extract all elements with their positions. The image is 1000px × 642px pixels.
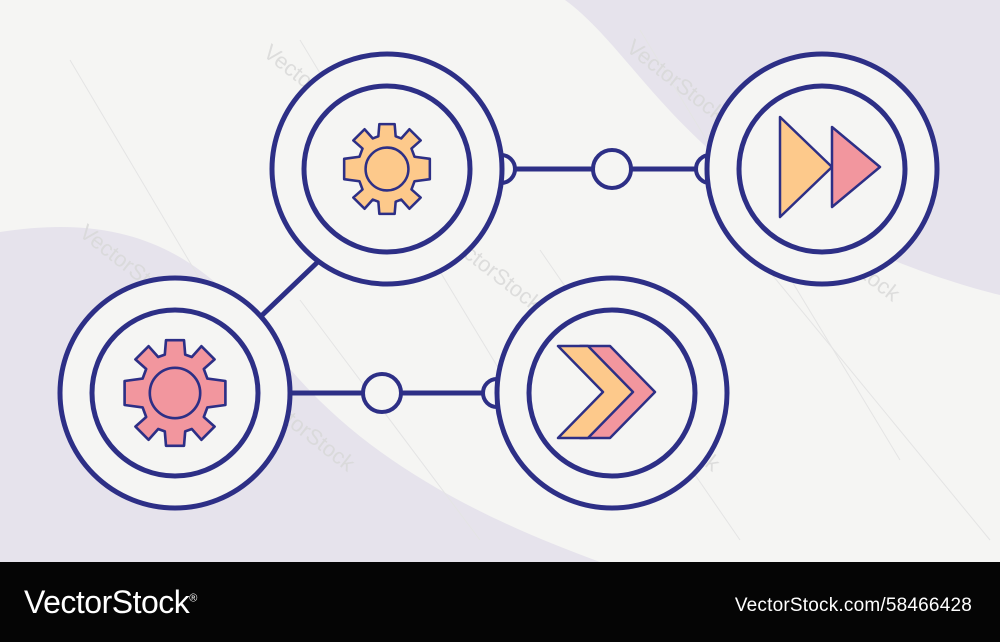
gear-icon — [342, 122, 432, 216]
brand-name: VectorStock — [24, 584, 190, 620]
gear-icon — [123, 338, 227, 448]
process-diagram: VectorStock VectorStock VectorStock Vect… — [0, 0, 1000, 562]
node-double-chevron — [494, 275, 730, 511]
joint-node — [361, 372, 403, 414]
node-fast-forward — [704, 51, 940, 287]
node-gear-pink — [57, 275, 293, 511]
joint-node — [591, 148, 633, 190]
fast-forward-icon — [778, 115, 882, 219]
double-chevron-right-icon — [556, 344, 657, 440]
footer-bar: VectorStock® VectorStock.com/58466428 — [0, 562, 1000, 642]
stock-id: VectorStock.com/58466428 — [734, 595, 972, 616]
connector-diagonal — [252, 252, 328, 325]
registered-mark: ® — [189, 592, 197, 605]
brand-logo: VectorStock® — [24, 584, 197, 621]
node-gear-orange — [269, 51, 505, 287]
